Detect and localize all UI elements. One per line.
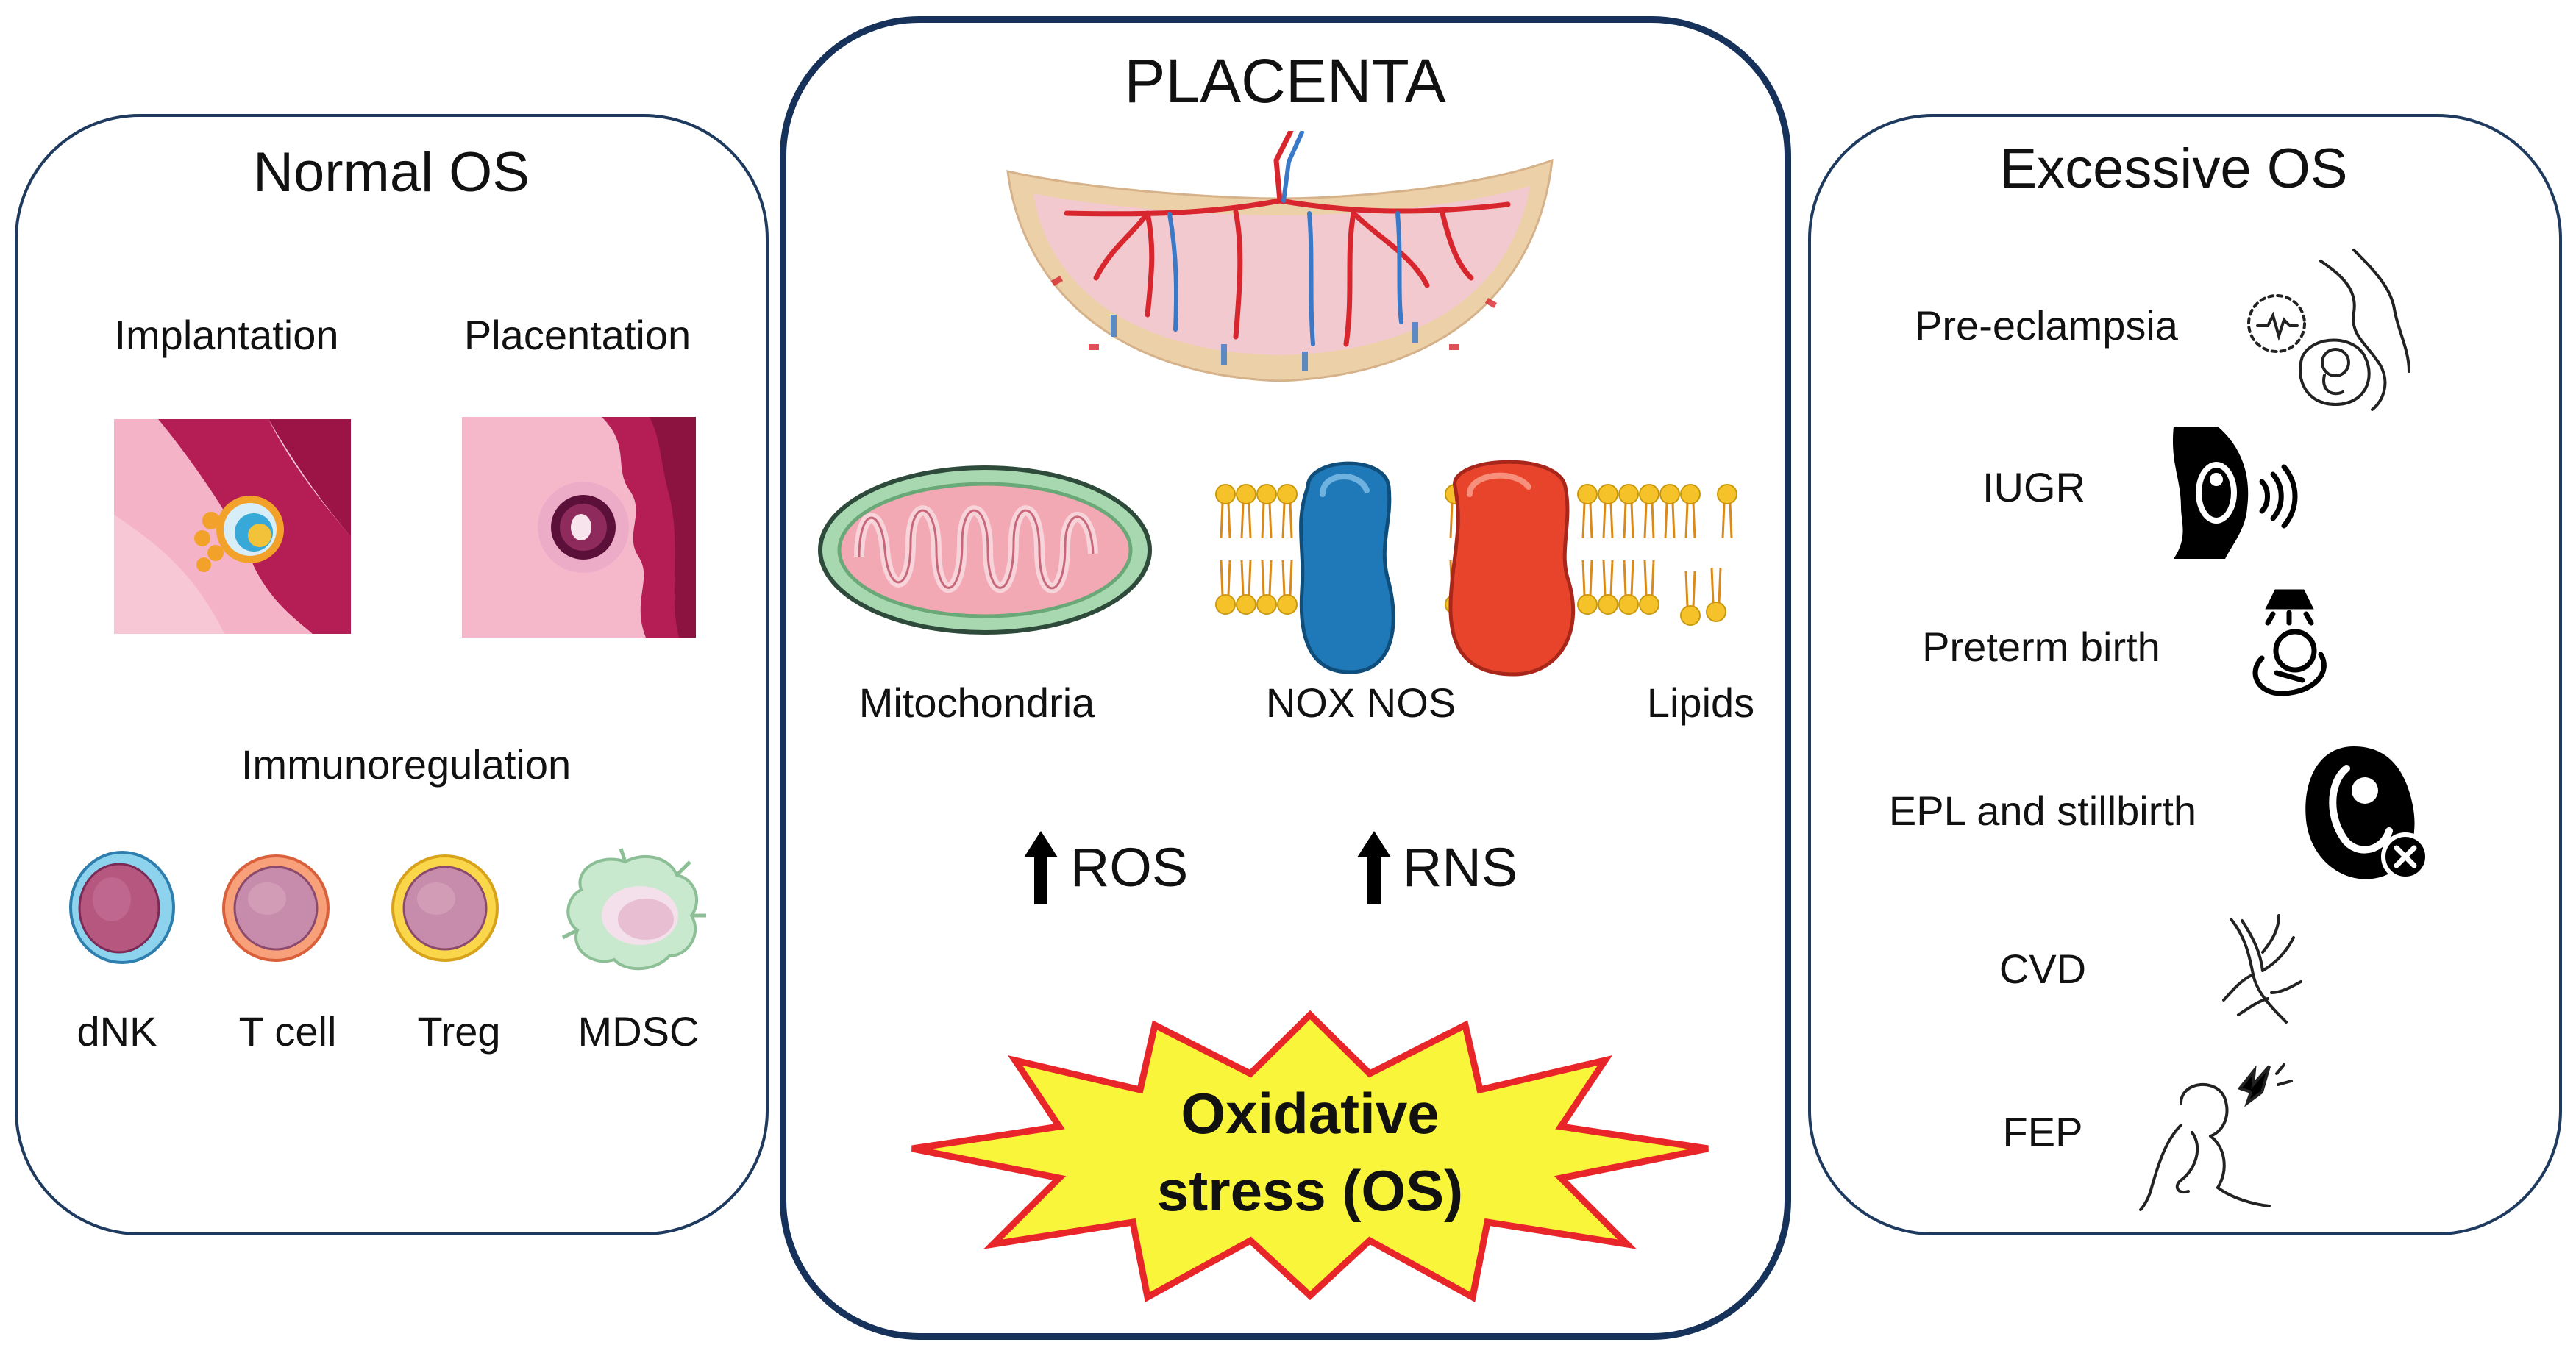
oxidative-stress-line1: Oxidative: [1181, 1081, 1440, 1146]
t-cell-icon: [221, 853, 331, 963]
outcome-label-iugr: IUGR: [1982, 464, 2085, 510]
cell-label-mdsc: MDSC: [577, 1008, 700, 1055]
normal-os-title: Normal OS: [253, 141, 530, 204]
excessive-os-panel: [1808, 114, 2562, 1235]
cell-label-treg: Treg: [417, 1008, 501, 1055]
pregnant-belly-ultrasound-icon: [2159, 419, 2302, 563]
cell-label-dnk: dNK: [77, 1008, 157, 1055]
person-headache-icon: [2137, 1059, 2295, 1213]
outcome-label-pre-eclampsia: Pre-eclampsia: [1915, 302, 2178, 349]
mitochondria-illustration: [815, 462, 1155, 638]
placenta-illustration: [1000, 131, 1559, 396]
implantation-illustration: [114, 419, 351, 634]
up-arrow-icon: [1024, 831, 1058, 904]
source-label-mitochondria: Mitochondria: [858, 679, 1095, 726]
oxidative-stress-line2: stress (OS): [1156, 1158, 1464, 1223]
excessive-os-title: Excessive OS: [1999, 138, 2348, 200]
blood-vessels-icon: [2220, 912, 2305, 1026]
mdsc-cell-icon: [552, 846, 710, 978]
implantation-label: Implantation: [114, 312, 339, 358]
oxidative-stress-starburst: [899, 1009, 1721, 1303]
membrane-nox-nos-illustration: [1212, 457, 1749, 678]
source-label-nox-nos: NOX NOS: [1265, 679, 1456, 726]
placentation-label: Placentation: [463, 312, 691, 358]
immunoregulation-label: Immunoregulation: [241, 741, 572, 788]
treg-cell-icon: [390, 853, 500, 963]
up-arrow-icon: [1357, 831, 1391, 904]
outcome-label-epl-stillbirth: EPL and stillbirth: [1888, 788, 2197, 834]
normal-os-panel: [15, 114, 769, 1235]
infant-incubator-icon: [2232, 577, 2346, 699]
outcome-label-fep: FEP: [2002, 1109, 2083, 1155]
placenta-title: PLACENTA: [1124, 46, 1446, 115]
ros-label: ROS: [1070, 837, 1189, 898]
cell-label-t-cell: T cell: [238, 1008, 337, 1055]
outcome-label-cvd: CVD: [1999, 946, 2087, 992]
rns-label: RNS: [1402, 837, 1518, 898]
pregnant-woman-monitor-icon: [2232, 246, 2413, 412]
outcome-label-preterm-birth: Preterm birth: [1922, 624, 2160, 670]
placentation-illustration: [462, 417, 696, 638]
fetus-cross-icon: [2302, 739, 2435, 886]
dnk-cell-icon: [68, 849, 177, 966]
source-label-lipids: Lipids: [1646, 679, 1755, 726]
